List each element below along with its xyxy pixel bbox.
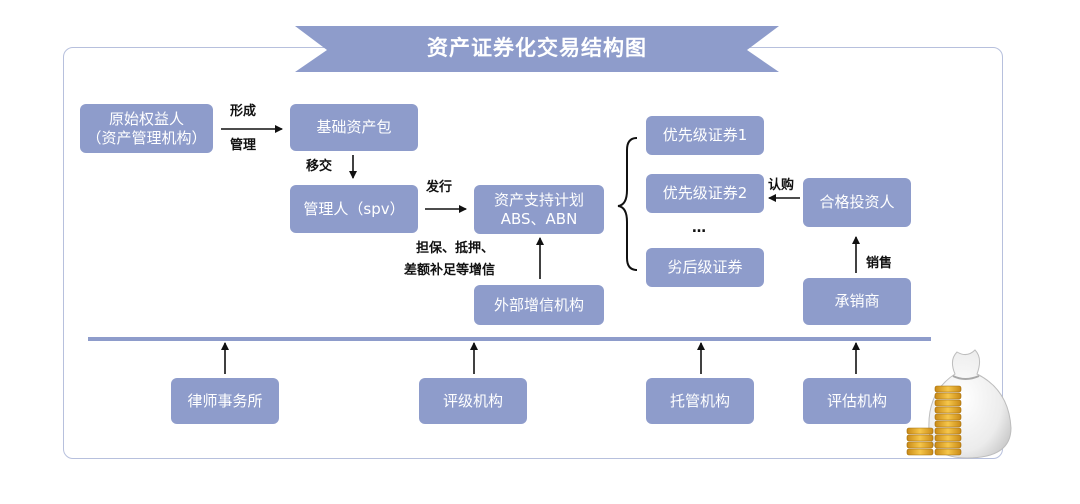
asset-pool-label: 基础资产包	[316, 118, 392, 136]
issue-label: 发行	[426, 180, 453, 195]
securities-brace	[617, 137, 638, 271]
money-bag-icon	[906, 349, 1012, 459]
subordinate-label: 劣后级证券	[667, 258, 743, 276]
spv-box: 管理人（spv）	[290, 185, 418, 233]
credit-label-line2: 差额补足等增信	[404, 263, 496, 278]
external-credit-label: 外部增信机构	[493, 295, 584, 314]
form-label: 形成	[230, 104, 257, 119]
title-banner	[295, 26, 779, 72]
subordinate-box: 劣后级证券	[646, 248, 764, 287]
ellipsis: …	[692, 220, 707, 236]
external-credit-box: 外部增信机构	[474, 285, 604, 325]
originator-box: 原始权益人 （资产管理机构）	[80, 104, 213, 153]
rating-label: 评级机构	[442, 391, 503, 410]
sell-label: 销售	[866, 256, 893, 271]
coin-stack-icon	[906, 385, 962, 456]
rating-box: 评级机构	[419, 378, 527, 424]
law-firm-label: 律师事务所	[187, 391, 263, 410]
credit-label-line1: 担保、抵押、	[416, 241, 495, 256]
custodian-box: 托管机构	[646, 378, 754, 424]
investor-label: 合格投资人	[819, 193, 895, 211]
senior-1-box: 优先级证券1	[646, 116, 764, 155]
law-firm-box: 律师事务所	[171, 378, 279, 424]
manage-label: 管理	[230, 138, 257, 153]
appraisal-box: 评估机构	[803, 378, 911, 424]
appraisal-label: 评估机构	[826, 391, 887, 410]
spv-label: 管理人（spv）	[303, 199, 405, 218]
originator-line1: 原始权益人	[108, 109, 184, 128]
senior-2-label: 优先级证券2	[662, 184, 748, 202]
custodian-label: 托管机构	[669, 391, 730, 410]
page-title: 资产证券化交易结构图	[427, 36, 647, 60]
plan-line2: ABS、ABN	[500, 209, 578, 228]
investor-box: 合格投资人	[803, 178, 911, 227]
plan-line1: 资产支持计划	[493, 190, 584, 209]
plan-box: 资产支持计划 ABS、ABN	[474, 185, 604, 234]
underwriter-label: 承销商	[834, 292, 880, 310]
transfer-label: 移交	[306, 159, 333, 174]
originator-line2: （资产管理机构）	[86, 128, 207, 147]
subscribe-label: 认购	[768, 178, 795, 193]
underwriter-box: 承销商	[803, 278, 911, 325]
senior-2-box: 优先级证券2	[646, 174, 764, 213]
senior-1-label: 优先级证券1	[662, 126, 748, 144]
asset-pool-box: 基础资产包	[290, 104, 418, 151]
